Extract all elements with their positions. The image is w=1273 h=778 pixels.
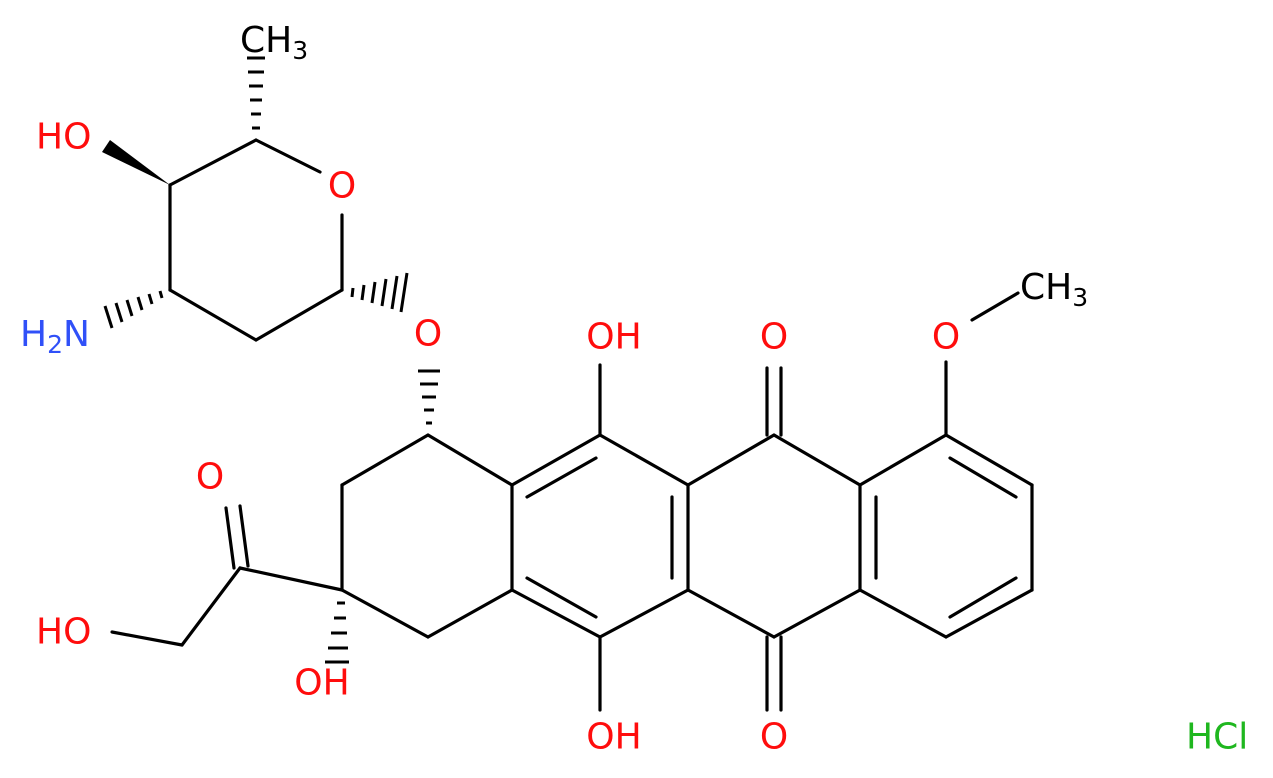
hash-methyl bbox=[247, 56, 265, 130]
wedge-bonds bbox=[102, 140, 170, 185]
bond bbox=[510, 588, 602, 639]
hash-glycosidic bbox=[350, 272, 409, 313]
methyl-top-label: CH3 bbox=[240, 20, 308, 65]
hash-bonds bbox=[103, 56, 440, 664]
hash-tertiary-oh bbox=[325, 601, 349, 664]
quinone-oxygen-bottom-label: O bbox=[760, 717, 788, 758]
double-bonds bbox=[224, 366, 1018, 712]
bond bbox=[510, 433, 602, 487]
hydroxyl-chain-label: HO bbox=[36, 612, 91, 653]
bond bbox=[858, 433, 948, 487]
ring-oxygen-label: O bbox=[328, 166, 356, 207]
atom-labels: CH3 HO O H2N O OH O O CH3 O HO OH OH O H… bbox=[20, 20, 1248, 758]
bond bbox=[525, 456, 598, 499]
bond bbox=[426, 588, 514, 639]
bond bbox=[772, 588, 862, 639]
bond bbox=[944, 588, 1034, 639]
bond bbox=[168, 288, 258, 342]
single-bonds bbox=[110, 138, 1034, 712]
bond bbox=[858, 588, 948, 639]
hydroxyl-ring-bottom-label: OH bbox=[586, 717, 641, 758]
bond bbox=[525, 576, 598, 619]
methoxy-methyl-label: CH3 bbox=[1020, 267, 1088, 312]
bond bbox=[686, 433, 776, 487]
hydroxyl-ring-top-label: OH bbox=[586, 317, 641, 358]
quinone-oxygen-top-label: O bbox=[760, 317, 788, 358]
bond bbox=[340, 433, 430, 487]
hydroxyl-sugar-label: HO bbox=[36, 117, 91, 158]
bond bbox=[168, 138, 258, 187]
bond bbox=[970, 291, 1020, 322]
bond bbox=[238, 566, 344, 592]
hash-amine bbox=[103, 290, 164, 329]
bond bbox=[238, 504, 250, 568]
bond bbox=[686, 588, 776, 639]
bond bbox=[224, 506, 236, 570]
bond bbox=[598, 433, 690, 487]
bond bbox=[254, 288, 344, 342]
salt-label: HCl bbox=[1186, 717, 1248, 758]
bond bbox=[180, 566, 242, 647]
ketone-oxygen-label: O bbox=[196, 457, 224, 498]
amine-label: H2N bbox=[20, 314, 90, 359]
bond bbox=[254, 138, 322, 174]
bond bbox=[948, 456, 1018, 499]
bond bbox=[948, 576, 1018, 619]
methoxy-oxygen-label: O bbox=[932, 317, 960, 358]
bond bbox=[340, 588, 430, 639]
bond bbox=[110, 630, 184, 647]
bond bbox=[102, 140, 170, 185]
bond bbox=[944, 433, 1034, 487]
hydroxyl-tertiary-label: OH bbox=[294, 663, 349, 704]
bond bbox=[598, 588, 690, 639]
bond bbox=[426, 433, 514, 487]
glycosidic-oxygen-label: O bbox=[414, 314, 442, 355]
bond bbox=[772, 433, 862, 487]
hash-ring-a bbox=[418, 369, 440, 425]
